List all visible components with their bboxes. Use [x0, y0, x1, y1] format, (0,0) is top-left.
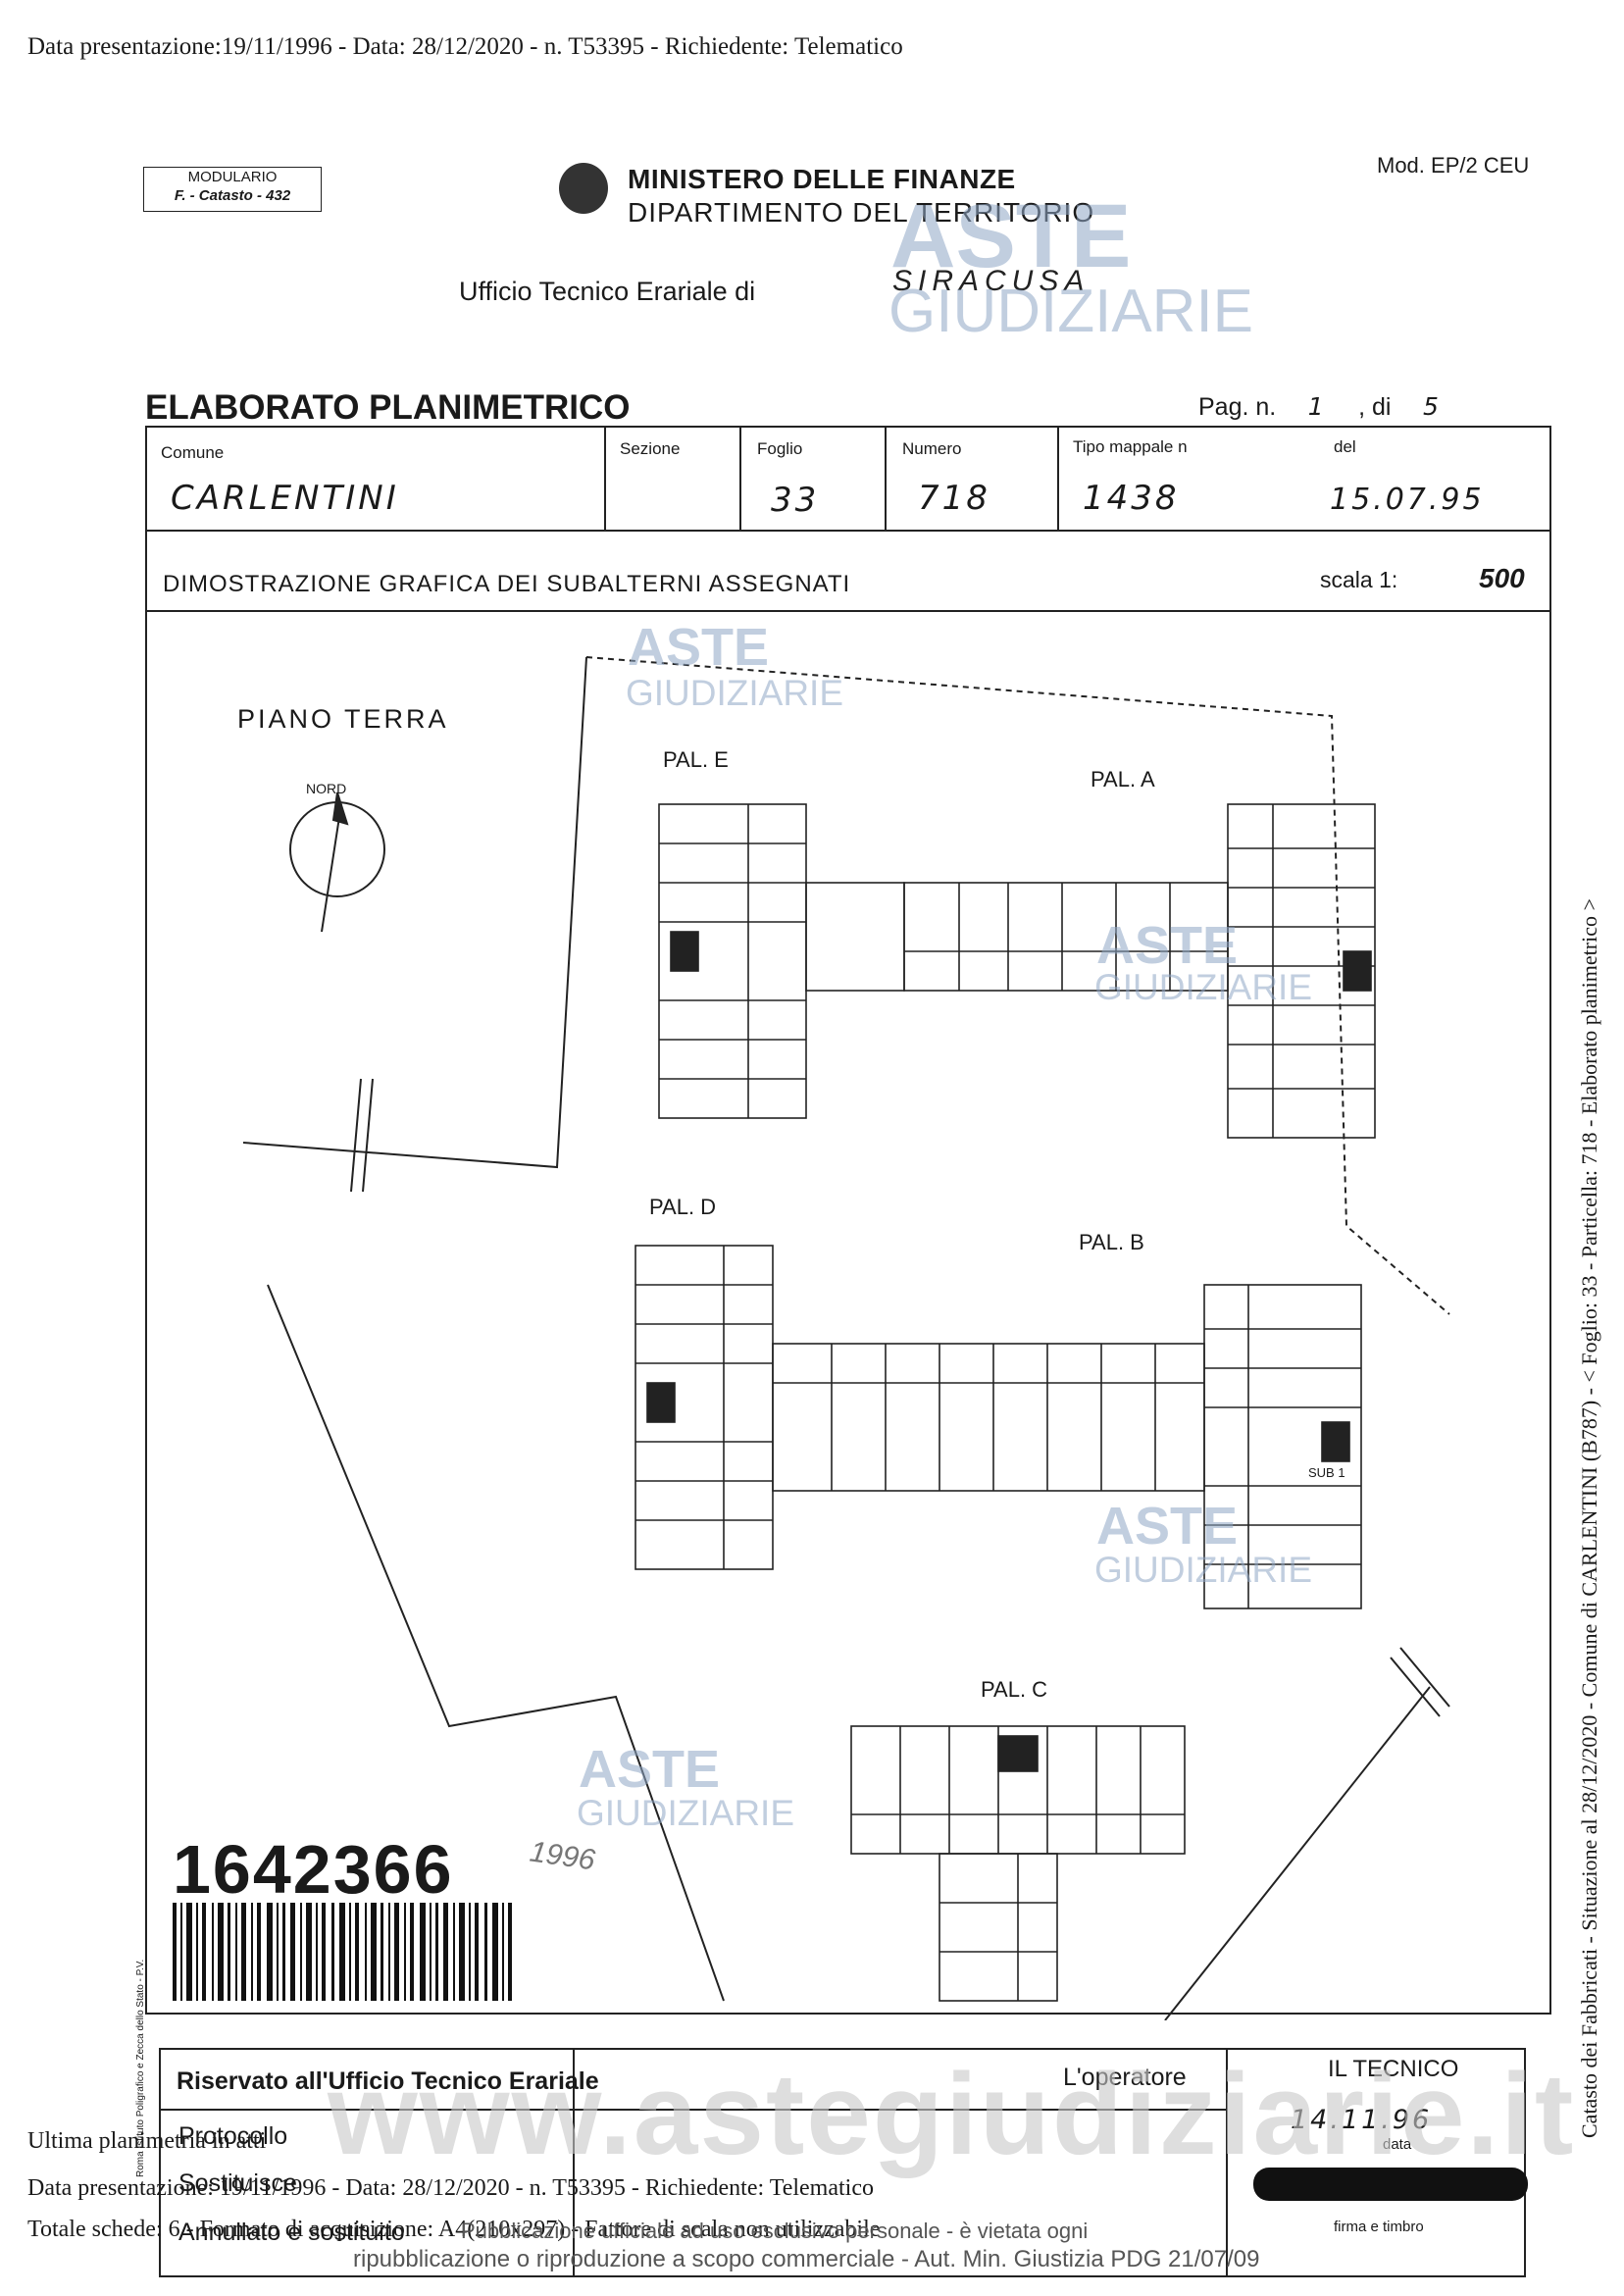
riservato-label: Riservato all'Ufficio Tecnico Erariale — [177, 2067, 599, 2095]
operatore-label: L'operatore — [1063, 2064, 1187, 2091]
firma-label: firma e timbro — [1334, 2219, 1424, 2235]
bottom-line-4: Pubblicazione ufficiale ad uso esclusivo… — [461, 2219, 1089, 2243]
footer-divider — [161, 2109, 1226, 2111]
value-foglio: 33 — [771, 481, 820, 520]
republic-emblem-icon — [559, 163, 608, 214]
watermark-aste: ASTE — [628, 618, 770, 677]
page-number: 1 — [1307, 392, 1327, 421]
label-pal-b: PAL. B — [1079, 1230, 1144, 1254]
ufficio-label: Ufficio Tecnico Erariale di — [459, 277, 756, 306]
header-del: del — [1334, 437, 1356, 456]
model-code: Mod. EP/2 CEU — [1377, 153, 1530, 178]
watermark-aste: ASTE — [1096, 1497, 1239, 1556]
section-title: DIMOSTRAZIONE GRAFICA DEI SUBALTERNI ASS… — [163, 571, 851, 597]
col-sep-tipo — [1057, 428, 1059, 530]
floor-plan-drawing — [242, 656, 1450, 2020]
tecnico-date: 14.11.96 — [1291, 2105, 1433, 2135]
building-pal-b — [1203, 1284, 1362, 1609]
scale-value: 500 — [1479, 563, 1525, 593]
bottom-line-5: ripubblicazione o riproduzione a scopo c… — [353, 2246, 1260, 2272]
redacted-signature — [1253, 2168, 1528, 2201]
page-of-label: , di — [1358, 393, 1392, 421]
watermark-giudiziarie: GIUDIZIARIE — [1094, 967, 1313, 1007]
annullato-label: Annullato e sostituito — [178, 2219, 405, 2246]
label-pal-a: PAL. A — [1091, 767, 1155, 791]
header-sezione: Sezione — [620, 439, 681, 458]
bottom-line-1: Ultima planimetria in atti — [27, 2128, 267, 2154]
footer-box — [159, 2048, 1526, 2277]
col-sep-sezione — [604, 428, 606, 530]
ufficio-city: SIRACUSA — [892, 265, 1091, 297]
building-pal-d — [634, 1245, 774, 1570]
document-header-line: Data presentazione:19/11/1996 - Data: 28… — [27, 33, 903, 60]
value-tipo-mappale: 1438 — [1083, 479, 1180, 518]
col-sep-numero — [885, 428, 887, 530]
footer-left — [161, 2050, 1228, 2275]
modulario-line1: MODULARIO — [187, 169, 278, 185]
tecnico-label: IL TECNICO — [1328, 2056, 1459, 2082]
building-corridor-top — [903, 882, 1229, 992]
floor-label: PIANO TERRA — [237, 704, 449, 734]
watermark-giudiziarie: GIUDIZIARIE — [626, 673, 844, 713]
watermark-giudiziarie: GIUDIZIARIE — [1094, 1550, 1313, 1590]
value-numero: 718 — [918, 479, 990, 518]
watermark-aste: ASTE — [1096, 916, 1239, 975]
building-corridor-middle — [772, 1343, 1205, 1492]
page-label: Pag. n. — [1198, 393, 1277, 421]
vertical-cadastre-text: Catasto dei Fabbricati - Situazione al 2… — [1577, 898, 1601, 2138]
page-indicator: Pag. n. 1 , di 5 — [1198, 392, 1466, 422]
bottom-line-3: Totale schede: 6 - Formato di acquisizio… — [27, 2217, 881, 2242]
watermark-giudiziarie: GIUDIZIARIE — [577, 1793, 795, 1833]
modulario-box: MODULARIO F. - Catasto - 432 — [143, 167, 322, 212]
building-pal-a — [1227, 803, 1376, 1139]
label-sub-1: SUB 1 — [1308, 1465, 1345, 1480]
north-label: NORD — [306, 781, 347, 796]
ministry-heading: MINISTERO DELLE FINANZE DIPARTIMENTO DEL… — [628, 163, 1094, 230]
watermark-aste: ASTE — [890, 186, 1132, 286]
protocollo-label: Protocollo — [178, 2122, 288, 2150]
north-arrow-icon — [289, 791, 385, 933]
modulario-line2: F. - Catasto - 432 — [174, 187, 291, 204]
page-total: 5 — [1423, 392, 1442, 421]
watermark-aste: ASTE — [579, 1740, 721, 1799]
ministry-line1: MINISTERO DELLE FINANZE — [628, 164, 1016, 194]
elaborato-frame: Comune Sezione Foglio Numero Tipo mappal… — [145, 426, 1551, 2015]
value-del: 15.07.95 — [1330, 483, 1485, 517]
label-pal-d: PAL. D — [649, 1195, 717, 1219]
data-label: data — [1383, 2136, 1412, 2153]
scale-label: scala 1: — [1320, 567, 1398, 592]
ministry-line2: DIPARTIMENTO DEL TERRITORIO — [628, 197, 1095, 228]
building-pal-c — [850, 1725, 1186, 2002]
table-divider — [147, 530, 1549, 532]
property-boundary-sw — [267, 1284, 725, 2002]
property-boundary-west — [242, 656, 587, 1169]
sostituisce-label: Sostituisce — [178, 2169, 297, 2197]
header-numero: Numero — [902, 439, 962, 458]
section-divider — [147, 610, 1549, 612]
header-tipo-mappale: Tipo mappale n — [1073, 437, 1188, 456]
value-comune: CARLENTINI — [171, 479, 399, 518]
bottom-line-2: Data presentazione: 19/11/1996 - Data: 2… — [27, 2175, 874, 2201]
document-title: ELABORATO PLANIMETRICO — [145, 388, 631, 427]
label-pal-c: PAL. C — [981, 1677, 1048, 1702]
label-pal-e: PAL. E — [663, 747, 729, 772]
col-sep-foglio — [739, 428, 741, 530]
header-comune: Comune — [161, 443, 225, 462]
barcode-icon — [173, 1903, 512, 2001]
header-foglio: Foglio — [757, 439, 803, 458]
footer-col — [573, 2050, 575, 2275]
property-boundary-se — [1164, 1686, 1431, 2020]
watermark-giudiziarie: GIUDIZIARIE — [888, 278, 1254, 345]
barcode-number: 1642366 — [173, 1831, 454, 1908]
watermark-site: www.astegiudiziarie.it — [328, 2050, 1576, 2179]
building-pal-e — [658, 803, 905, 1119]
